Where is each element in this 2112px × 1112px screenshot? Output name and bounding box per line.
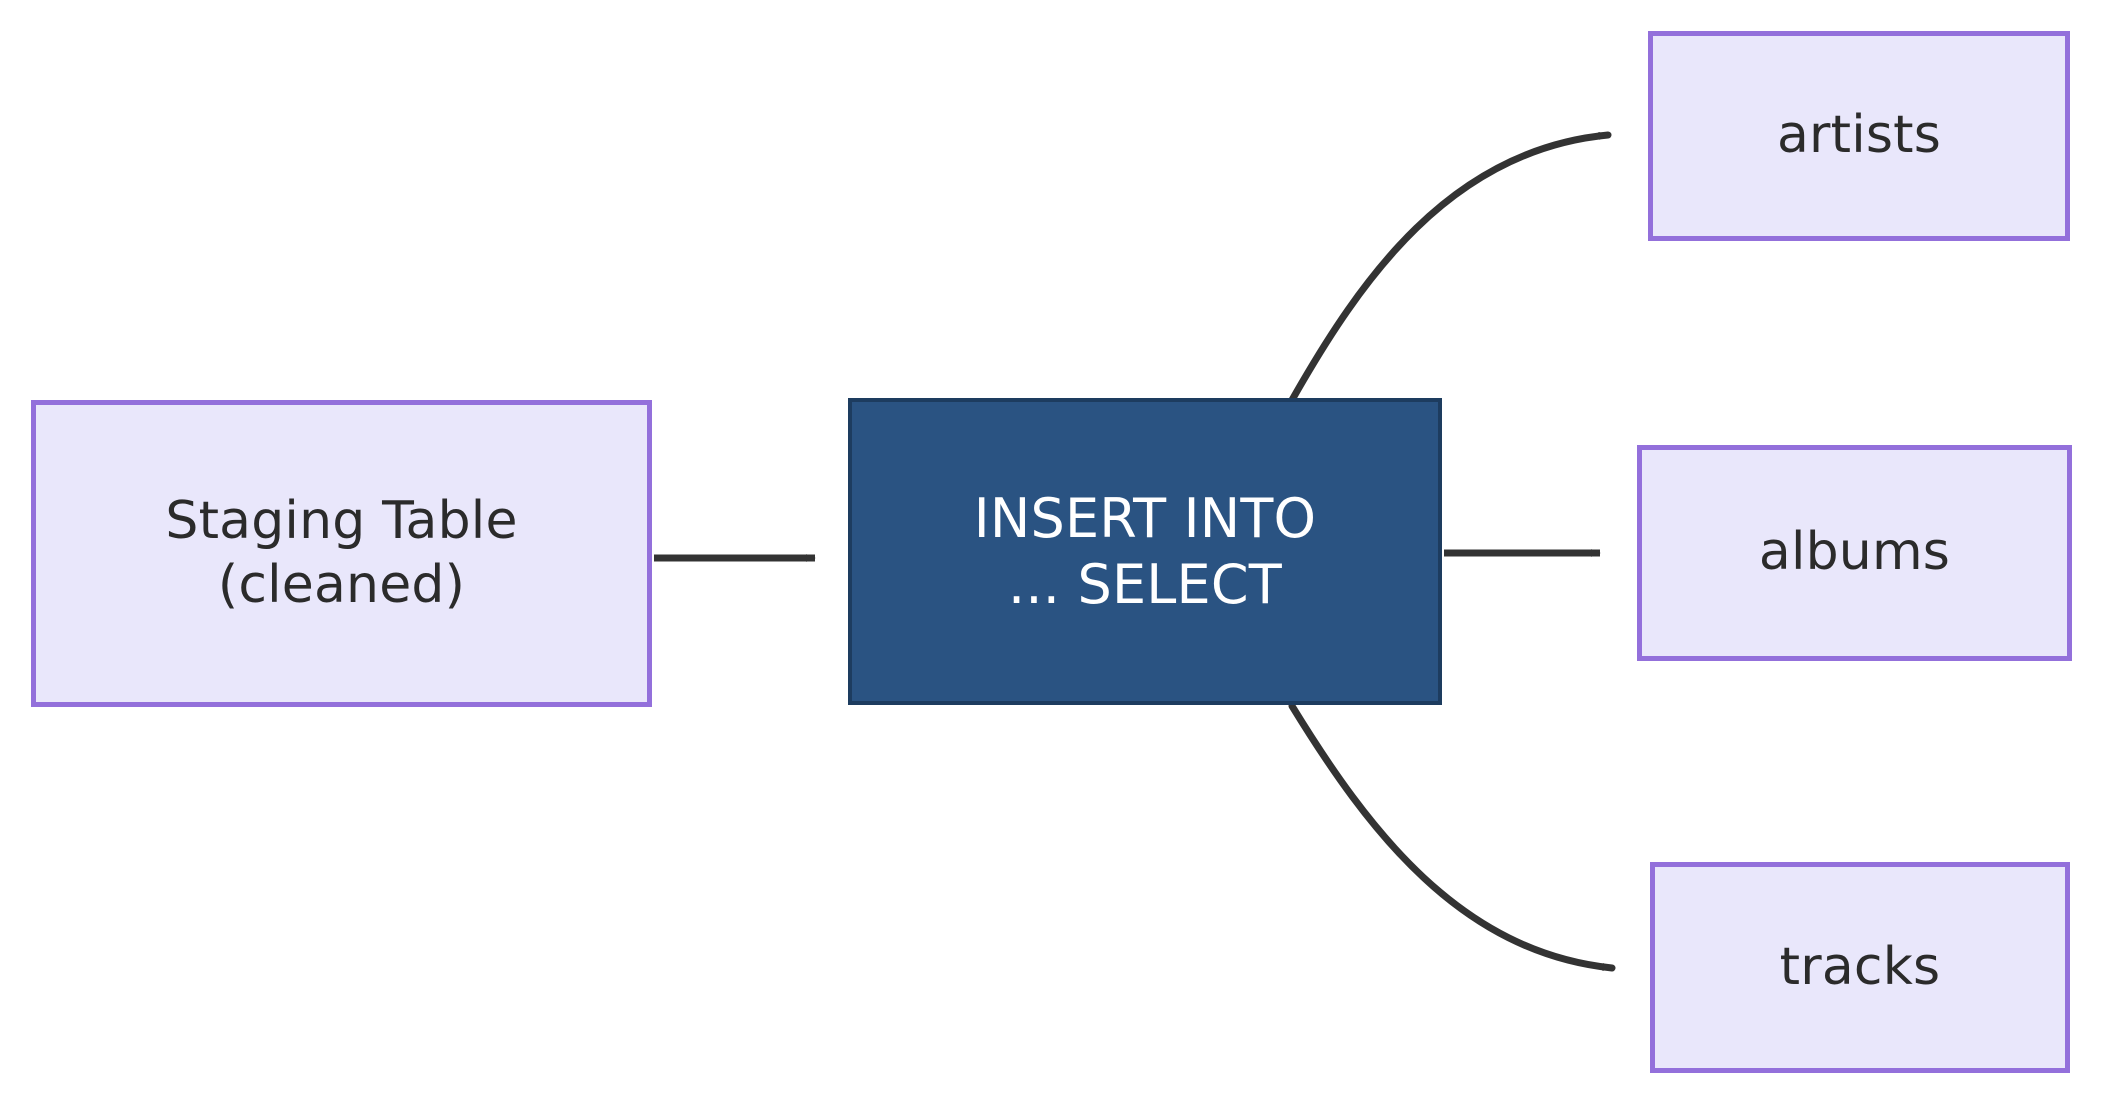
node-albums[interactable]: albums	[1637, 445, 2072, 661]
node-staging-table[interactable]: Staging Table (cleaned)	[31, 400, 652, 707]
edge-insert-to-artists	[1288, 131, 1612, 404]
node-tracks-label: tracks	[1779, 936, 1941, 997]
node-artists-label: artists	[1776, 105, 1942, 166]
node-artists[interactable]: artists	[1648, 31, 2070, 241]
node-insert-into-select-label: INSERT INTO ... SELECT	[973, 486, 1317, 616]
node-albums-label: albums	[1758, 522, 1951, 583]
node-insert-into-select[interactable]: INSERT INTO ... SELECT	[848, 398, 1442, 705]
edge-insert-to-tracks	[1288, 702, 1616, 972]
node-tracks[interactable]: tracks	[1650, 862, 2070, 1073]
node-staging-table-label: Staging Table (cleaned)	[165, 491, 518, 615]
